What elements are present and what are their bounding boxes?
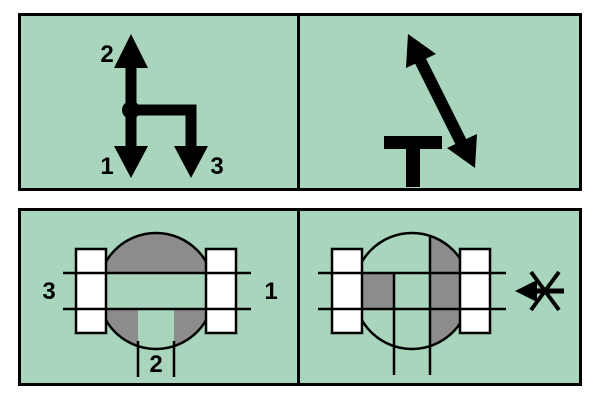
panel-ball-valve-tee-port: 3 1 2 xyxy=(18,208,300,386)
left-port-flange xyxy=(74,247,108,335)
right-port-flange xyxy=(458,247,492,335)
blocked-flow-arrow-icon xyxy=(515,270,564,312)
arrowhead-down-left-icon xyxy=(114,146,148,178)
ball-valve-tee-port-icon: 3 1 2 xyxy=(42,231,278,378)
port-2-label: 2 xyxy=(149,351,162,378)
arrowhead-down-right-icon xyxy=(174,146,208,178)
pipe-lines xyxy=(63,271,251,377)
tee-flow-arrows-icon xyxy=(114,34,208,178)
port-2-label: 2 xyxy=(100,41,113,68)
port-1-label: 1 xyxy=(100,153,113,180)
flow-schematic-tee-canvas: 2 1 3 xyxy=(100,34,224,180)
right-port-flange xyxy=(204,247,238,335)
panel-flow-schematic-diagonal xyxy=(297,13,582,191)
plugged-port-tee-icon xyxy=(384,136,442,187)
port-3-label: 3 xyxy=(42,278,55,305)
left-port-flange xyxy=(330,247,364,335)
arrowhead-up-icon xyxy=(114,34,148,68)
arrowhead-upper-icon xyxy=(406,34,436,68)
port-3-label: 3 xyxy=(210,153,223,180)
arrowhead-left-icon xyxy=(515,280,537,302)
flow-schematic-diagonal-canvas xyxy=(384,34,477,187)
double-headed-arrow-icon xyxy=(406,34,477,168)
arrowhead-lower-icon xyxy=(447,134,477,168)
panel-ball-valve-blocked-port xyxy=(297,208,582,386)
panel-flow-schematic-tee: 2 1 3 xyxy=(18,13,300,191)
ball-valve-blocked-port-icon xyxy=(318,231,564,375)
port-1-label: 1 xyxy=(264,278,277,305)
pipe-lines xyxy=(318,271,506,311)
bore-wall-lines xyxy=(392,236,432,375)
